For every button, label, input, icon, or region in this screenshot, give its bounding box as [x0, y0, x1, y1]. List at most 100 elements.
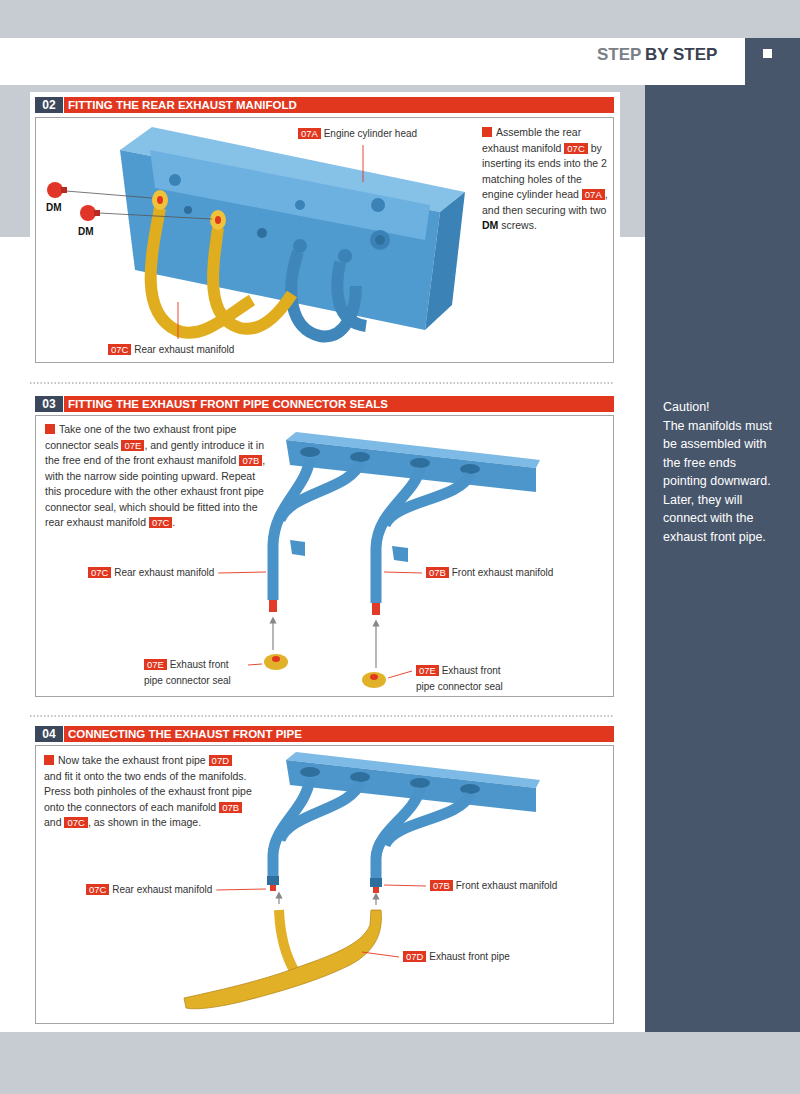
manifold-assembly-illustration-part [290, 540, 305, 556]
step-header: 03FITTING THE EXHAUST FRONT PIPE CONNECT… [35, 396, 614, 412]
cylinder-head-illustration-part [375, 235, 385, 245]
part-name: Engine cylinder head [324, 128, 417, 139]
dm-screw-part [99, 213, 212, 219]
manifold-assembly-illustration-part [460, 464, 480, 474]
bullet-square [44, 755, 54, 765]
leader-line [178, 302, 179, 339]
manifold-assembly-illustration-part [272, 620, 273, 650]
part-tag: 07A [582, 189, 605, 200]
part-name: Front exhaust manifold [456, 880, 558, 891]
step-title: FITTING THE REAR EXHAUST MANIFOLD [64, 97, 614, 113]
step-panel: Assemble the rear exhaust manifold 07C b… [35, 117, 614, 363]
rear-manifold-illustration-part [157, 196, 163, 204]
part-name: Rear exhaust manifold [112, 884, 212, 895]
instruction-segment: and [44, 816, 62, 828]
page-bands-part [745, 38, 800, 85]
page-bands-part [30, 92, 620, 368]
manifold-and-front-pipe-illustration-part [370, 878, 382, 887]
part-name: Rear exhaust manifold [114, 567, 214, 578]
part-tag: 07D [403, 951, 426, 962]
manifold-assembly-illustration-part-part [385, 474, 470, 525]
manifold-and-front-pipe-illustration-part [273, 778, 470, 880]
instruction-text: Assemble the rear exhaust manifold 07C b… [482, 125, 609, 234]
dm-screw-part [47, 182, 63, 198]
part-callout: 07A Engine cylinder head [298, 126, 417, 142]
leader-line [363, 145, 364, 182]
dm-screw [47, 182, 212, 221]
cylinder-head-illustration [120, 127, 465, 330]
page-heading: BY STEP [645, 45, 717, 65]
step-header: 04CONNECTING THE EXHAUST FRONT PIPE [35, 726, 614, 742]
manifold-assembly-illustration-part [375, 623, 376, 668]
part-tag: 07B [239, 455, 262, 466]
manifold-and-front-pipe-illustration-part [460, 784, 480, 794]
dm-screw-part [66, 191, 152, 198]
step-number: 03 [35, 396, 63, 412]
rear-manifold-illustration-part [152, 190, 168, 210]
part-tag: 07E [144, 659, 167, 670]
page-bands-part [0, 0, 800, 38]
dm-screw-part [94, 210, 100, 216]
manifold-assembly-illustration-part [362, 672, 386, 688]
rear-manifold-illustration-part [213, 228, 292, 329]
manifold-and-front-pipe-illustration-part [278, 895, 279, 904]
manifold-and-front-pipe-illustration-part [375, 896, 376, 905]
manifold-and-front-pipe-illustration-part [184, 910, 381, 1009]
leader-line [248, 664, 262, 665]
page-bands-part [30, 716, 614, 717]
part-tag: 07E [416, 665, 439, 676]
bullet-square [482, 127, 492, 137]
manifold-and-front-pipe-illustration-part [300, 767, 320, 777]
part-callout: 07C Rear exhaust manifold [108, 342, 234, 358]
leader-line [216, 889, 266, 890]
step-header: 02FITTING THE REAR EXHAUST MANIFOLD [35, 97, 614, 113]
part-callout: 07E Exhaust front pipe connector seal [144, 657, 244, 689]
manifold-and-front-pipe-illustration-part [279, 910, 295, 972]
manifold-and-front-pipe-illustration-part [410, 778, 430, 788]
part-callout: 07B Front exhaust manifold [426, 565, 553, 581]
manifold-assembly-illustration-part-part [376, 468, 420, 603]
cylinder-head-illustration-part [184, 206, 192, 214]
instruction-segment: . [172, 516, 175, 528]
cylinder-head-illustration-part [370, 230, 390, 250]
rear-manifold-illustration-part [151, 208, 252, 333]
step-title: CONNECTING THE EXHAUST FRONT PIPE [64, 726, 614, 742]
manifold-assembly-illustration-part [269, 600, 277, 612]
part-tag: 07C [64, 817, 87, 828]
caution-note: Caution!The manifolds must be assembled … [663, 398, 775, 546]
part-tag: 07C [149, 517, 172, 528]
manifold-and-front-pipe-illustration-part [267, 876, 279, 885]
cylinder-head-illustration-part [257, 228, 267, 238]
caution-body: The manifolds must be assembled with the… [663, 417, 775, 547]
rear-manifold-illustration-part [215, 216, 221, 224]
manifold-assembly-illustration-part [272, 656, 280, 662]
part-callout: 07D Exhaust front pipe [403, 949, 510, 965]
manifold-assembly-illustration-part [370, 674, 378, 680]
instruction-text: Take one of the two exhaust front pipe c… [45, 422, 267, 531]
part-tag: 07C [108, 344, 131, 355]
manifold-and-front-pipe-illustration-part-part [280, 782, 360, 840]
cylinder-head-illustration-part [293, 239, 307, 253]
leader-line [384, 572, 422, 573]
front-manifold-illustration-part [337, 262, 366, 326]
step-panel: Now take the exhaust front pipe 07D and … [35, 745, 614, 1024]
instruction-segment: , as shown in the image. [88, 816, 201, 828]
rear-manifold-illustration-part [210, 210, 226, 230]
cylinder-head-illustration-part [295, 200, 305, 210]
page-bands-part [30, 383, 614, 384]
part-callout: 07C Rear exhaust manifold [88, 565, 214, 581]
part-name: Exhaust front pipe [429, 951, 510, 962]
cylinder-head-illustration-part [425, 192, 465, 330]
part-callout: 07C Rear exhaust manifold [86, 882, 212, 898]
part-tag: 07B [430, 880, 453, 891]
dm-screw-part [61, 187, 67, 193]
step-title: FITTING THE EXHAUST FRONT PIPE CONNECTOR… [64, 396, 614, 412]
bullet-square [45, 424, 55, 434]
rear-manifold-illustration [151, 190, 292, 333]
cylinder-head-illustration-part [371, 198, 385, 212]
manifold-and-front-pipe-illustration-part-part [385, 794, 470, 845]
page-heading: STEP [597, 45, 641, 65]
page-bands-part [645, 85, 800, 1032]
manifold-assembly-illustration-part [300, 447, 320, 457]
